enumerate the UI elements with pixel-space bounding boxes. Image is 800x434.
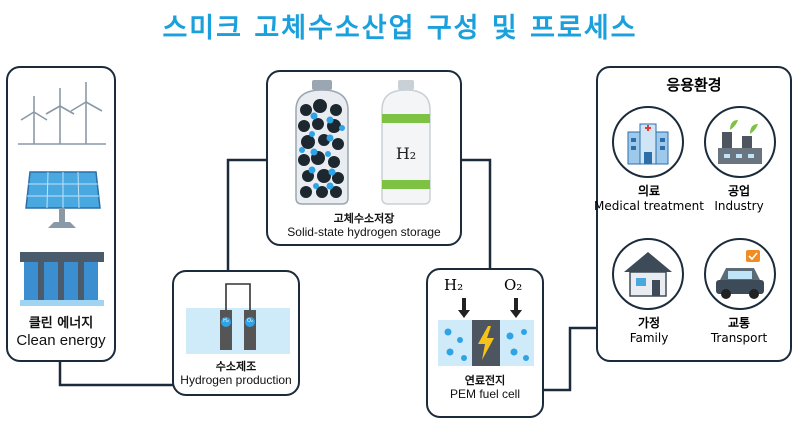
h2-input-label: H₂ bbox=[444, 276, 464, 294]
solid-hydrogen-tank-icon bbox=[295, 80, 349, 205]
clean-energy-label-ko: 클린 에너지 bbox=[28, 316, 94, 331]
app-transport-label: 교통 Transport bbox=[684, 316, 794, 346]
fuel-cell-panel: H₂ O₂ 연료전지 PEM fuel cell bbox=[426, 268, 544, 418]
production-label-ko: 수소제조 bbox=[215, 360, 257, 373]
factory-icon bbox=[718, 120, 762, 164]
page-title: 스미크 고체수소산업 구성 및 프로세스 bbox=[162, 13, 638, 44]
medical-circle bbox=[612, 106, 684, 178]
transport-label-en: Transport bbox=[710, 331, 768, 345]
clean-energy-panel: 클린 에너지 Clean energy bbox=[6, 66, 116, 362]
family-circle bbox=[612, 238, 684, 310]
storage-label-en: Solid-state hydrogen storage bbox=[287, 225, 441, 240]
wind-turbine-icon bbox=[18, 82, 106, 145]
app-medical-label: 의료 Medical treatment bbox=[594, 184, 704, 214]
medical-label-en: Medical treatment bbox=[594, 199, 704, 213]
storage-label-ko: 고체수소저장 bbox=[333, 212, 395, 225]
hospital-icon bbox=[627, 123, 669, 165]
transport-label-ko: 교통 bbox=[727, 316, 751, 330]
solar-panel-icon bbox=[25, 171, 101, 228]
app-family-label: 가정 Family bbox=[594, 316, 704, 346]
electrode-h-label: H₂ bbox=[223, 318, 229, 324]
electrolysis-icon bbox=[186, 283, 290, 354]
app-industry-label: 공업 Industry bbox=[684, 184, 794, 214]
o2-input-label: O₂ bbox=[504, 276, 523, 294]
hydro-dam-icon bbox=[20, 252, 104, 306]
house-icon bbox=[624, 252, 672, 297]
family-label-en: Family bbox=[629, 331, 669, 345]
storage-panel: H₂ 고체수소저장 Solid-state hydrogen storage bbox=[266, 70, 462, 246]
transport-circle bbox=[704, 238, 776, 310]
clean-energy-label-en: Clean energy bbox=[16, 331, 106, 349]
applications-title: 응용환경 bbox=[666, 76, 722, 94]
industry-label-en: Industry bbox=[714, 199, 764, 213]
production-label-en: Hydrogen production bbox=[180, 373, 292, 388]
industry-label-ko: 공업 bbox=[727, 184, 751, 198]
tank-label: H₂ bbox=[395, 144, 417, 163]
car-icon bbox=[716, 250, 764, 299]
fuel-cell-label-ko: 연료전지 bbox=[464, 374, 506, 387]
fuel-cell-icon bbox=[438, 298, 534, 366]
fuel-cell-label-en: PEM fuel cell bbox=[449, 387, 521, 402]
production-panel: H₂ O₂ 수소제조 Hydrogen production bbox=[172, 270, 300, 396]
applications-panel: 응용환경 의료 Medical treatment 공업 Industry bbox=[594, 66, 794, 362]
hydrogen-tank-icon bbox=[381, 80, 431, 205]
family-label-ko: 가정 bbox=[637, 316, 661, 330]
electrode-o-label: O₂ bbox=[247, 318, 253, 324]
industry-circle bbox=[704, 106, 776, 178]
medical-label-ko: 의료 bbox=[637, 184, 661, 198]
